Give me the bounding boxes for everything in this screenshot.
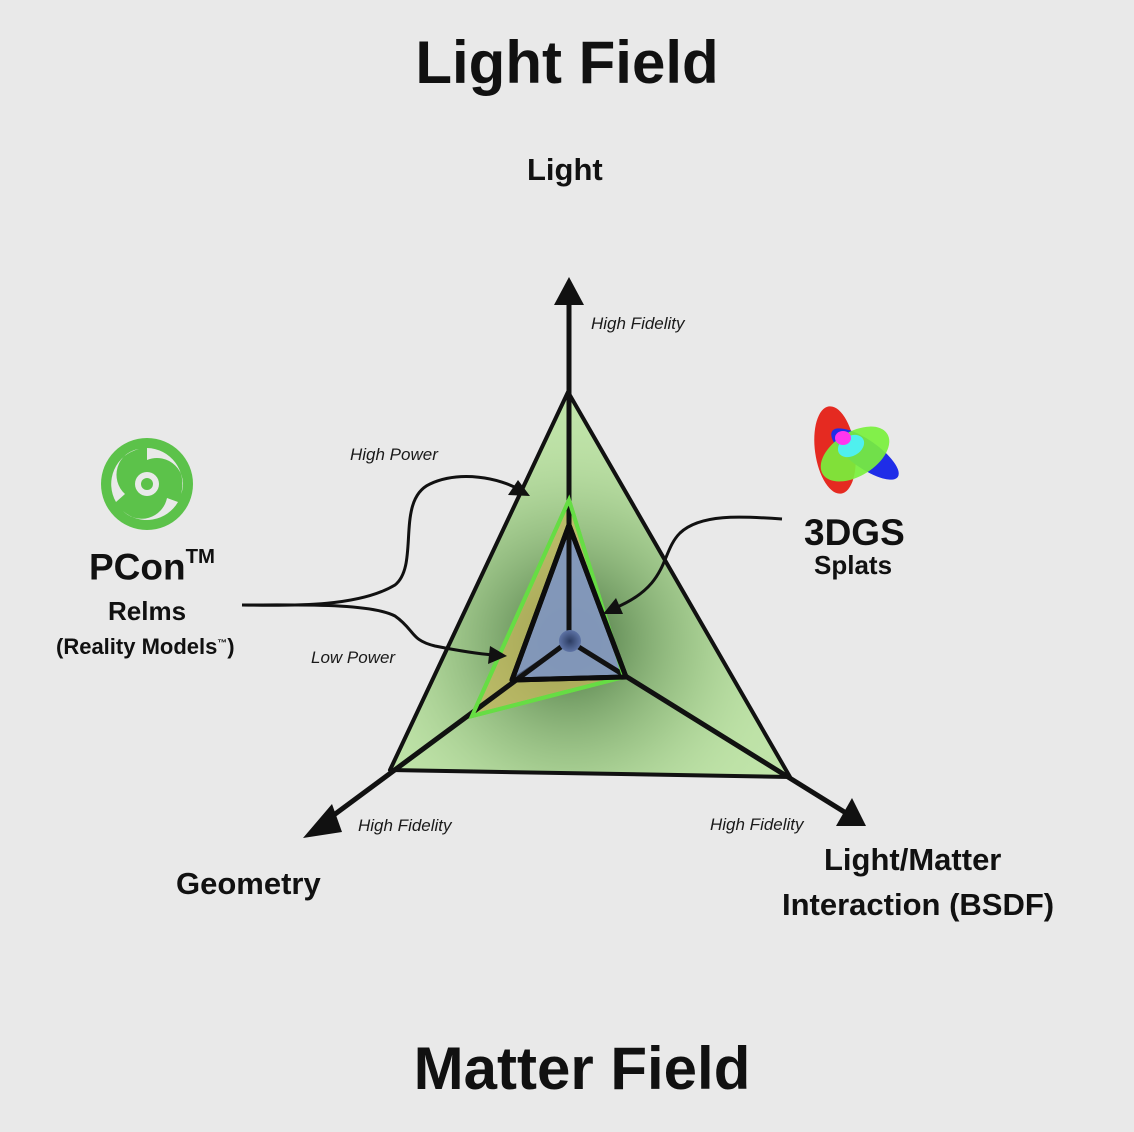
spiral-logo-icon — [101, 438, 193, 530]
gs-splats: Splats — [814, 550, 893, 580]
gs-name: 3DGS — [804, 512, 905, 553]
pcon-low-power-arrow — [241, 603, 495, 657]
gs-arrow — [614, 515, 783, 610]
axis-label-light: Light — [527, 152, 603, 187]
pcon-high-power-note: High Power — [350, 445, 438, 464]
splat-ellipses-logo-icon — [814, 406, 899, 494]
axis-label-geometry: Geometry — [176, 866, 321, 901]
axis-light-arrowhead — [554, 277, 584, 305]
light-high-fidelity-note: High Fidelity — [591, 314, 685, 333]
axis-geometry-arrowhead — [303, 804, 342, 838]
low-power-outline — [468, 494, 627, 719]
outer-triangle-outline — [388, 390, 792, 779]
axis-geometry — [321, 638, 571, 826]
splats-outline — [509, 522, 629, 683]
axis-label-bsdf-line1: Light/Matter — [824, 842, 1002, 877]
light-field-title: Light Field — [415, 29, 719, 96]
center-hub — [559, 630, 581, 652]
pcon-low-power-note: Low Power — [311, 648, 396, 667]
axis-label-bsdf-line2: Interaction (BSDF) — [782, 887, 1055, 922]
bsdf-high-fidelity-note: High Fidelity — [710, 815, 804, 834]
pcon-name: PConTM — [89, 546, 215, 588]
axis-bsdf-arrowhead — [836, 798, 866, 826]
pcon-low-power-arrowhead — [488, 646, 507, 664]
geometry-high-fidelity-note: High Fidelity — [358, 816, 452, 835]
pcon-high-power-arrowhead — [508, 480, 530, 496]
matter-field-title: Matter Field — [413, 1035, 751, 1102]
axis-bsdf — [567, 638, 848, 816]
pcon-relms: Relms — [108, 596, 187, 626]
pcon-reality-models: (Reality Models™) — [56, 634, 235, 659]
gs-arrowhead — [603, 598, 623, 614]
